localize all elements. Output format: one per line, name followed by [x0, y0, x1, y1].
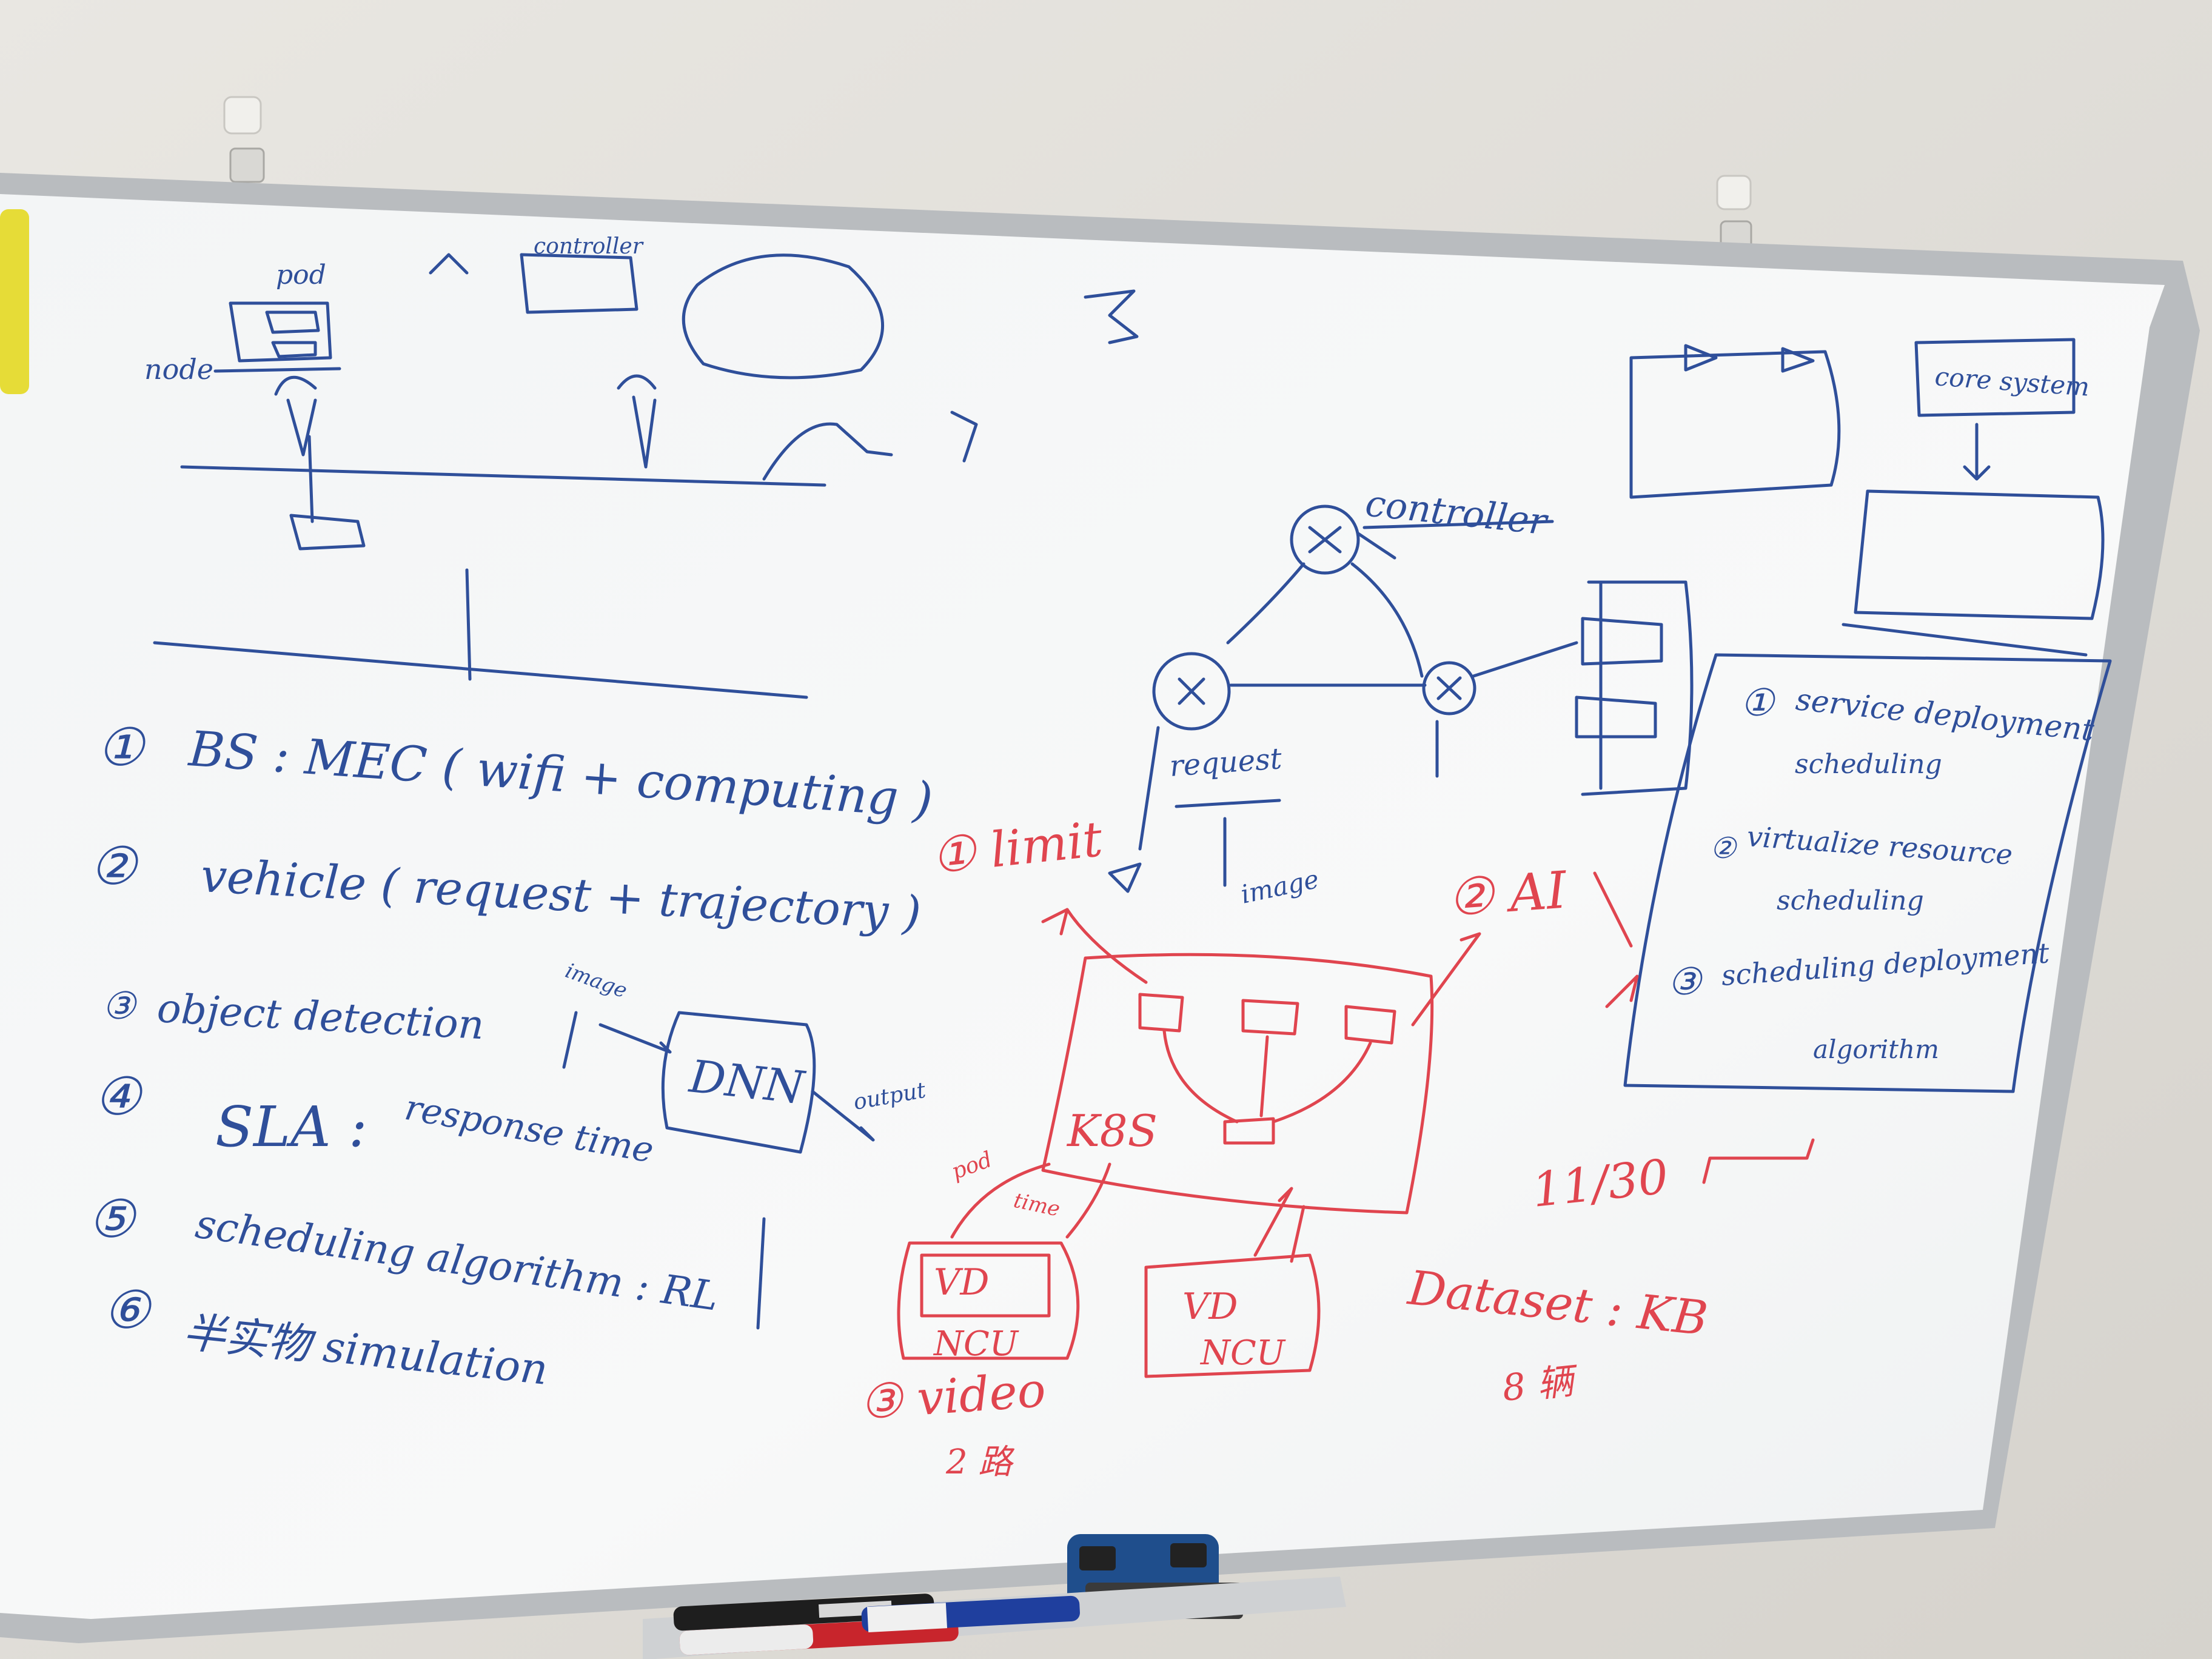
- list-item2-num: ②: [90, 836, 139, 897]
- network-request-label: request: [1168, 742, 1283, 783]
- network-diagram: [1108, 504, 1694, 893]
- right-item1b: scheduling: [1795, 749, 1942, 780]
- blue-marker[interactable]: [861, 1595, 1081, 1632]
- red-video-label: ③ video: [858, 1363, 1047, 1430]
- red-k8s-diagram: [897, 871, 1815, 1378]
- list-item3-num: ③: [102, 984, 138, 1028]
- whiteboard-surface: [0, 194, 2165, 1619]
- red-video-sub-label: 2 路: [945, 1443, 1014, 1482]
- red-cars-label: 8 辆: [1500, 1359, 1581, 1410]
- list-item5-num: ⑤: [88, 1189, 137, 1250]
- list-item6-num: ⑥: [103, 1280, 152, 1341]
- red-ai-label: ② AI: [1446, 860, 1570, 928]
- pod-label: pod: [276, 260, 326, 290]
- dnn-diagram: [562, 1011, 875, 1330]
- list-item4: SLA :: [215, 1094, 367, 1159]
- top-left-sketch: [153, 253, 1139, 699]
- red-vd1-label: VD: [934, 1261, 989, 1304]
- red-vd2-label: VD: [1182, 1285, 1238, 1328]
- red-k8s-label: K8S: [1066, 1105, 1158, 1156]
- right-box: [1623, 653, 2112, 1093]
- right-item3-num: ③: [1667, 959, 1703, 1004]
- right-item1-num: ①: [1740, 680, 1776, 725]
- red-ncu1-label: NCU: [933, 1324, 1019, 1364]
- node-label: node: [144, 353, 213, 386]
- wall-hook-left: [223, 96, 265, 183]
- top-controller-label: controller: [534, 234, 644, 259]
- yellow-magnet: [0, 209, 29, 394]
- right-item3b: algorithm: [1813, 1034, 1939, 1064]
- dnn-box-label: DNN: [686, 1050, 808, 1114]
- red-ncu2-label: NCU: [1199, 1333, 1286, 1373]
- right-item2b: scheduling: [1777, 885, 1924, 916]
- right-item2-num: ②: [1710, 831, 1738, 865]
- top-right-sketch: [1629, 338, 2105, 657]
- list-item4-num: ④: [94, 1067, 143, 1127]
- list-item1-num: ①: [97, 717, 146, 778]
